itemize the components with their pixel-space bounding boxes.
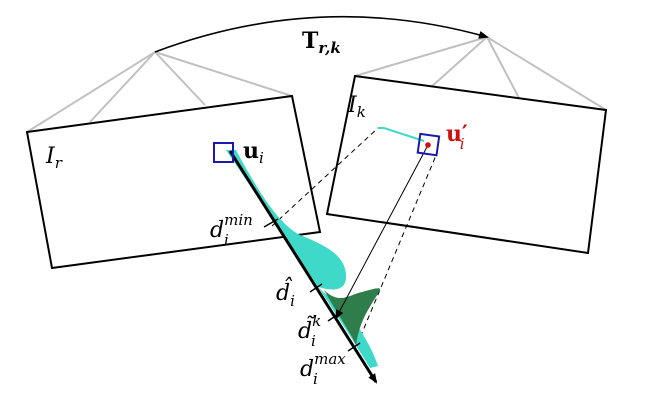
label-ref-image: Ir bbox=[45, 144, 63, 172]
camera-frustum-ref bbox=[26, 51, 293, 133]
key-image-frame bbox=[325, 74, 608, 255]
camera-frustum-key bbox=[354, 36, 607, 111]
tick-min bbox=[263, 218, 279, 228]
projection-line bbox=[335, 144, 429, 320]
dashed-line-min bbox=[271, 127, 379, 227]
label-d-hat: d̂i bbox=[276, 277, 295, 310]
label-key-image: Ik bbox=[347, 93, 366, 121]
label-pixel-key: u′i bbox=[446, 121, 468, 153]
epipolar-segment bbox=[378, 127, 425, 142]
depth-distribution-update bbox=[324, 288, 381, 345]
pixel-box-key bbox=[416, 132, 441, 157]
label-transform: Tr,k bbox=[302, 28, 341, 57]
tick-hat bbox=[309, 283, 323, 293]
tick-max bbox=[347, 342, 361, 352]
tick-tilde bbox=[327, 312, 341, 322]
transform-arc bbox=[154, 15, 489, 53]
dashed-line-max bbox=[356, 152, 438, 346]
depth-ray bbox=[228, 150, 378, 384]
label-pixel-ref: ui bbox=[243, 138, 264, 167]
pixel-dot-key bbox=[425, 142, 431, 148]
pixel-box-ref bbox=[213, 142, 234, 163]
reference-image-frame bbox=[25, 94, 322, 270]
